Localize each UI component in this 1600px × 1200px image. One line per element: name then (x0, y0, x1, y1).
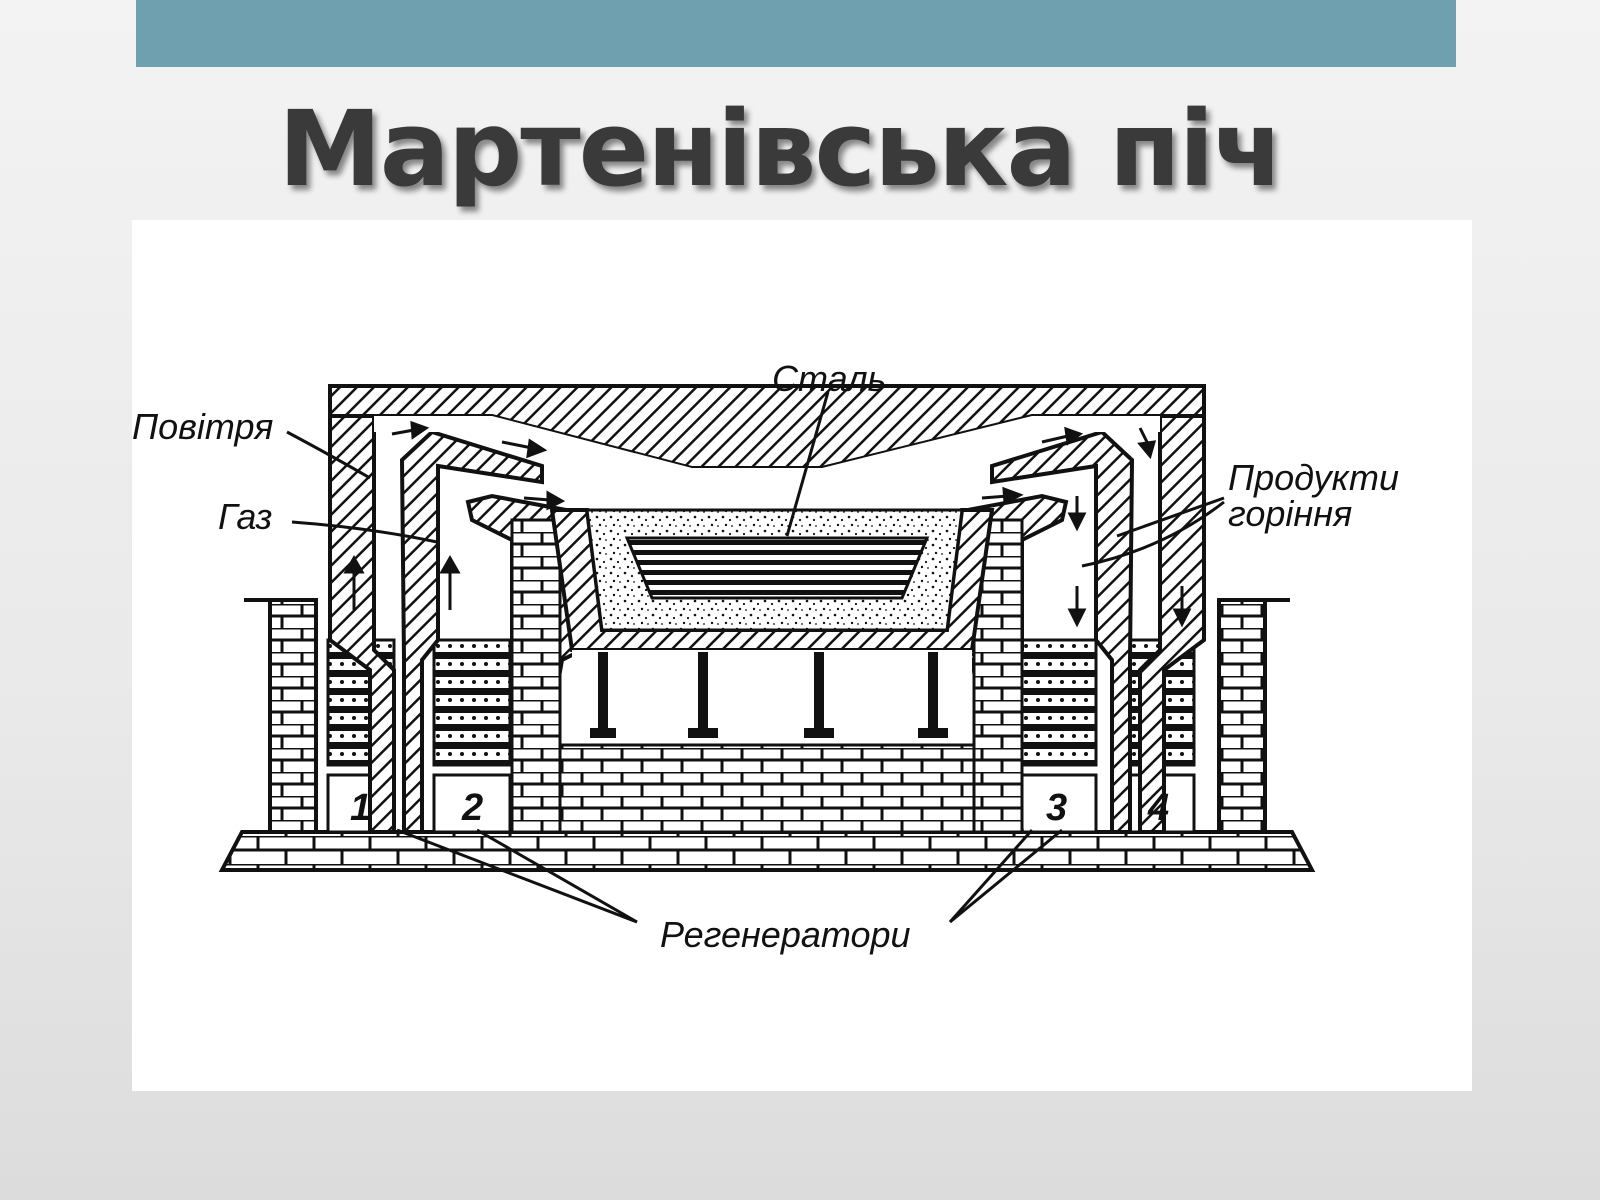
molten-steel (624, 536, 930, 600)
foundation (218, 830, 1316, 872)
left-air-duct-outer-wall (328, 384, 396, 834)
chamber-number-3: 3 (1046, 787, 1067, 829)
chamber-number-1: 1 (350, 787, 371, 829)
flow-arrows (343, 420, 1192, 628)
chamber-number-4: 4 (1147, 787, 1169, 829)
label-regenerators: Регенератори (660, 914, 911, 955)
right-outer-duct-wall (1138, 384, 1206, 834)
furnace-drawing: Повітря Газ Сталь Продукти горіння Реген… (132, 358, 1399, 955)
right-outer-brick-wall (1217, 598, 1267, 834)
label-combustion-products-line1: Продукти (1228, 457, 1399, 498)
chamber-number-2: 2 (461, 787, 483, 829)
leader-lines (286, 391, 1225, 924)
furnace-diagram: Повітря Газ Сталь Продукти горіння Реген… (132, 220, 1472, 1091)
right-inner-duct-wall (990, 429, 1135, 834)
label-combustion-products-line2: горіння (1228, 493, 1352, 534)
left-outer-brick-wall (268, 598, 318, 834)
label-air: Повітря (132, 406, 273, 447)
left-inner-brick-column (510, 518, 562, 834)
slide-title: Мартенівська піч (278, 88, 1284, 210)
left-gas-duct-wall (399, 429, 544, 834)
hearth-support-pillars (590, 652, 948, 738)
regenerator-checkerwork-2 (432, 638, 512, 767)
regenerator-checkerwork-3 (1018, 638, 1098, 767)
label-gas: Газ (218, 496, 272, 537)
top-accent-bar (136, 0, 1456, 67)
label-steel: Сталь (772, 358, 886, 399)
lower-brickwork (558, 743, 976, 834)
